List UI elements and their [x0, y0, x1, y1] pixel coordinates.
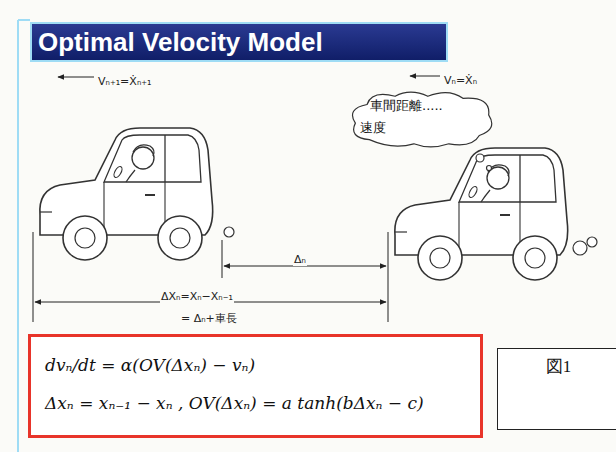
figure-label: 図1: [498, 357, 616, 377]
headway-dimension: ΔXₙ=Xₙ−Xₙ₋₁: [160, 290, 234, 303]
title-text: Optimal Velocity Model: [32, 24, 446, 60]
speed-label: Vₙ=Ẋₙ: [443, 74, 478, 87]
headway-dimension: = Δₙ+車長: [180, 312, 238, 325]
figure-label-box: 図1: [497, 348, 616, 430]
label-anchor: Vₙ₊₁=Ẋₙ₊₁: [97, 70, 152, 89]
thought-bubble: 車間距離..... 速度: [346, 88, 498, 150]
label-anchor: Δₙ: [293, 248, 307, 267]
gap-dimension: Δₙ: [293, 253, 307, 266]
speed-label: Vₙ₊₁=Ẋₙ₊₁: [97, 75, 152, 88]
title-bar: Optimal Velocity Model: [30, 22, 448, 62]
equation-box: dvₙ/dt = α(OV(Δxₙ) − vₙ) Δxₙ = xₙ₋₁ − xₙ …: [28, 334, 483, 438]
label-anchor: = Δₙ+車長: [180, 307, 238, 326]
label-anchor: Vₙ=Ẋₙ: [443, 69, 478, 88]
cloud-outline: [346, 88, 498, 150]
equation: Δxₙ = xₙ₋₁ − xₙ , OV(Δxₙ) = a tanh(bΔxₙ …: [45, 391, 466, 415]
thought-text: 速度: [360, 120, 498, 136]
thought-text: 車間距離.....: [370, 98, 498, 114]
label-anchor: ΔXₙ=Xₙ−Xₙ₋₁: [160, 285, 234, 304]
equation: dvₙ/dt = α(OV(Δxₙ) − vₙ): [45, 353, 466, 377]
